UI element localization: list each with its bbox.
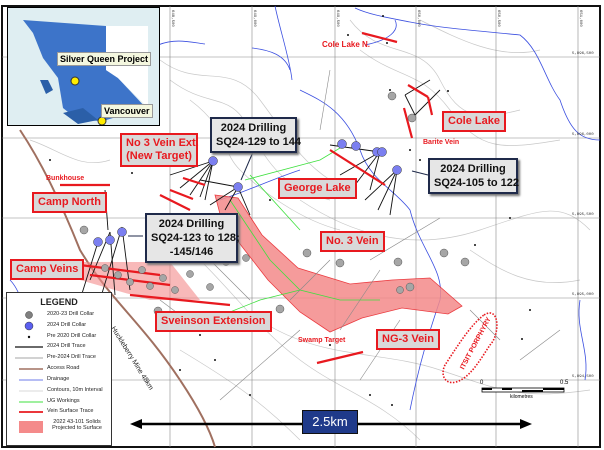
- northing-label: 5,995,500: [572, 213, 594, 217]
- easting-label: 648,500: [170, 10, 174, 27]
- legend-item: 2024 Drill Collar: [7, 321, 111, 331]
- legend-text: 2020-23 Drill Collar: [47, 311, 95, 317]
- scale-zero: 0: [480, 380, 484, 386]
- distance-arrow: [130, 419, 532, 429]
- legend-item: 2022 43-101 Solids Projected to Surface: [7, 418, 111, 440]
- contour-icon: [19, 390, 43, 392]
- legend-text: Pre 2020 Drill Collar: [47, 333, 97, 339]
- callout-line: SQ24-129 to 144: [216, 136, 301, 148]
- legend-text: UG Workings: [47, 398, 80, 404]
- easting-label: 651,000: [578, 10, 582, 27]
- easting-label: 649,500: [335, 10, 339, 27]
- pre2024-traces: [39, 69, 561, 401]
- bunkhouse-text: Bunkhouse: [46, 175, 85, 182]
- barite-vein-text: Barite Vein: [423, 139, 460, 146]
- callout-arrows: [128, 151, 429, 237]
- cole-lake-label: Cole Lake: [442, 111, 506, 132]
- contours: [29, 19, 591, 441]
- callout-line: 2024 Drilling: [440, 163, 506, 175]
- swamp-target-text: Swamp Target: [298, 337, 346, 344]
- access-road-icon: [19, 368, 43, 370]
- itsit-outline: [442, 312, 498, 384]
- legend-text: Pre-2024 Drill Trace: [47, 354, 96, 360]
- george-lake-label: George Lake: [278, 178, 357, 199]
- vancouver-label: Vancouver: [101, 104, 153, 118]
- distance-label: 2.5km: [302, 410, 358, 434]
- legend-text: 2022 43-101 Solids Projected to Surface: [52, 419, 102, 431]
- camp-north-label: Camp North: [32, 192, 107, 213]
- scale-unit: kilometres: [510, 394, 533, 400]
- bc-province-map: [23, 20, 148, 125]
- locator-inset-map: Silver Queen Project Vancouver: [7, 7, 160, 126]
- label-line: No 3 Vein Ext.: [126, 137, 199, 149]
- legend-text: Contours, 10m Interval: [47, 387, 103, 393]
- legend-text: Drainage: [47, 376, 70, 382]
- easting-label: 649,000: [252, 10, 256, 27]
- trace-2024-icon: [15, 346, 43, 348]
- callout-line: -145/146: [169, 246, 214, 258]
- collars-2024: [93, 139, 402, 247]
- legend-text: Access Road: [47, 365, 80, 371]
- collar-2024-icon: [24, 321, 34, 331]
- northing-label: 5,996,500: [572, 52, 594, 56]
- legend-text: 2024 Drill Collar: [47, 322, 87, 328]
- no3-vein-ext-label: No 3 Vein Ext.(New Target): [120, 133, 199, 167]
- northing-label: 5,996,000: [572, 133, 594, 137]
- legend-item: Vein Surface Trace: [7, 407, 111, 417]
- legend-item: Pre-2024 Drill Trace: [7, 353, 111, 363]
- sveinson-extension-label: Sveinson Extension: [155, 311, 272, 332]
- pre2020-collars: [49, 15, 531, 406]
- ng3-vein-label: NG-3 Vein: [376, 329, 440, 350]
- scale-bar: [481, 387, 565, 393]
- solids-projected: [214, 194, 463, 333]
- scale-half: 0.5: [560, 380, 569, 386]
- collars-2020-23: [79, 91, 470, 316]
- solids-icon: [19, 421, 43, 433]
- northing-label: 5,995,000: [572, 293, 594, 297]
- legend-item: Pre 2020 Drill Collar: [7, 332, 111, 342]
- callout-line: 2024 Drilling: [220, 122, 287, 134]
- no3-vein-label: No. 3 Vein: [320, 231, 385, 252]
- callout-line: 2024 Drilling: [158, 218, 225, 230]
- legend-text: 2024 Drill Trace: [47, 343, 86, 349]
- easting-label: 650,500: [496, 10, 500, 27]
- callout-line: SQ24-105 to 122: [434, 177, 519, 189]
- legend-item: Drainage: [7, 375, 111, 385]
- legend-item: Contours, 10m Interval: [7, 386, 111, 396]
- cole-lake-n-text: Cole Lake N.: [322, 40, 371, 49]
- vein-trace-icon: [19, 411, 43, 413]
- legend: LEGEND 2020-23 Drill Collar 2024 Drill C…: [6, 292, 112, 446]
- legend-item: UG Workings: [7, 397, 111, 407]
- legend-title: LEGEND: [40, 297, 78, 307]
- project-label: Silver Queen Project: [57, 52, 152, 66]
- callout-line: SQ24-123 to 128;: [151, 232, 240, 244]
- label-line: (New Target): [126, 150, 192, 162]
- legend-text: Vein Surface Trace: [47, 408, 94, 414]
- ug-workings-icon: [19, 401, 43, 403]
- trace-pre2024-icon: [15, 357, 43, 359]
- easting-label: 650,000: [416, 10, 420, 27]
- access-road: [19, 129, 216, 448]
- drainage-icon: [19, 379, 43, 381]
- legend-item: 2024 Drill Trace: [7, 342, 111, 352]
- collar-pre2020-icon: [27, 335, 31, 339]
- grid-lines: [2, 6, 600, 447]
- collar-2023-icon: [25, 311, 33, 319]
- northing-label: 5,994,500: [572, 375, 594, 379]
- legend-item: Access Road: [7, 364, 111, 374]
- legend-item: 2020-23 Drill Collar: [7, 310, 111, 320]
- camp-veins-label: Camp Veins: [10, 259, 85, 280]
